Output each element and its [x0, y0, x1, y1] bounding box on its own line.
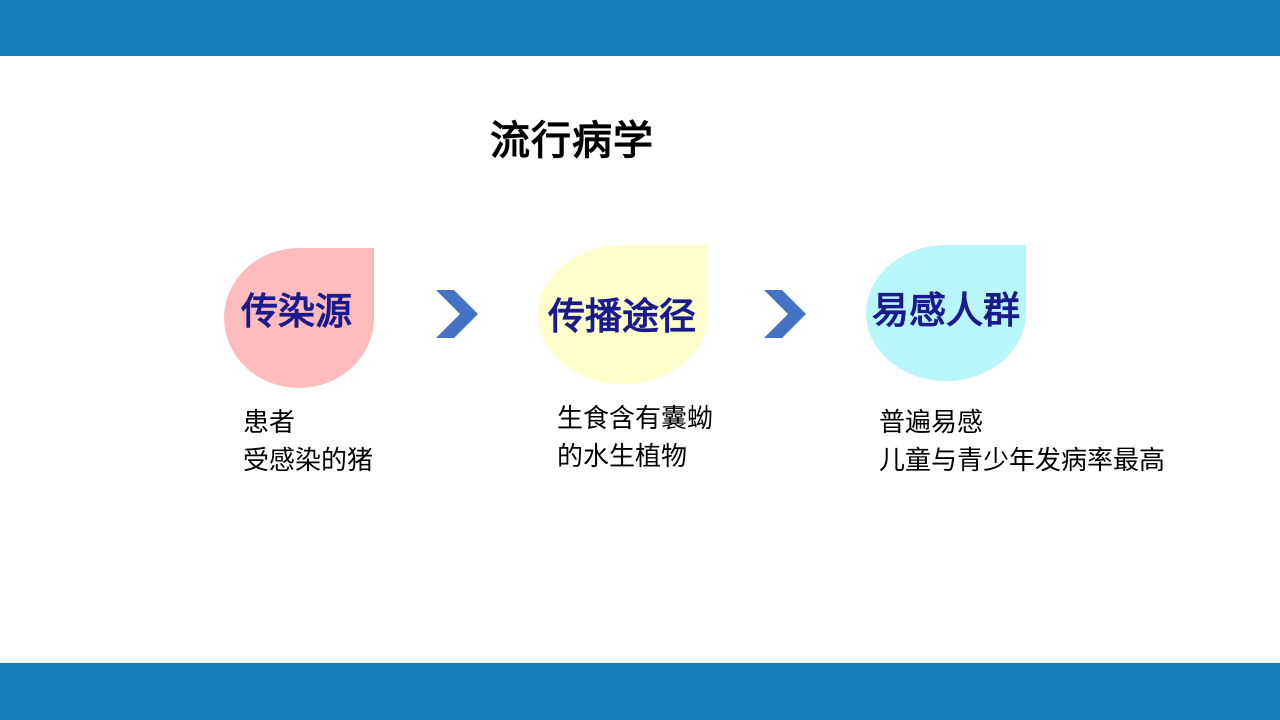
- slide-title: 流行病学: [490, 118, 654, 164]
- route-drop-shape: [538, 245, 708, 384]
- source-drop-shape: [224, 248, 374, 388]
- population-drop-shape: [866, 245, 1026, 381]
- population-description: 普遍易感 儿童与青少年发病率最高: [879, 404, 1165, 480]
- population-label: 易感人群: [872, 289, 1020, 332]
- source-description: 患者 受感染的猪: [243, 404, 373, 480]
- chevron-right-icon: [436, 290, 478, 338]
- description-line: 生食含有囊蚴: [557, 404, 714, 434]
- chevron-right-icon: [764, 290, 806, 338]
- description-line: 的水生植物: [557, 442, 688, 472]
- route-description: 生食含有囊蚴 的水生植物: [557, 400, 713, 476]
- source-label: 传染源: [241, 290, 352, 333]
- description-line: 患者: [243, 408, 296, 438]
- route-label: 传播途径: [548, 295, 696, 338]
- header-band: [0, 0, 1280, 56]
- description-line: 受感染的猪: [243, 446, 374, 476]
- description-line: 普遍易感: [879, 408, 984, 438]
- description-line: 儿童与青少年发病率最高: [879, 446, 1166, 476]
- footer-band: [0, 663, 1280, 720]
